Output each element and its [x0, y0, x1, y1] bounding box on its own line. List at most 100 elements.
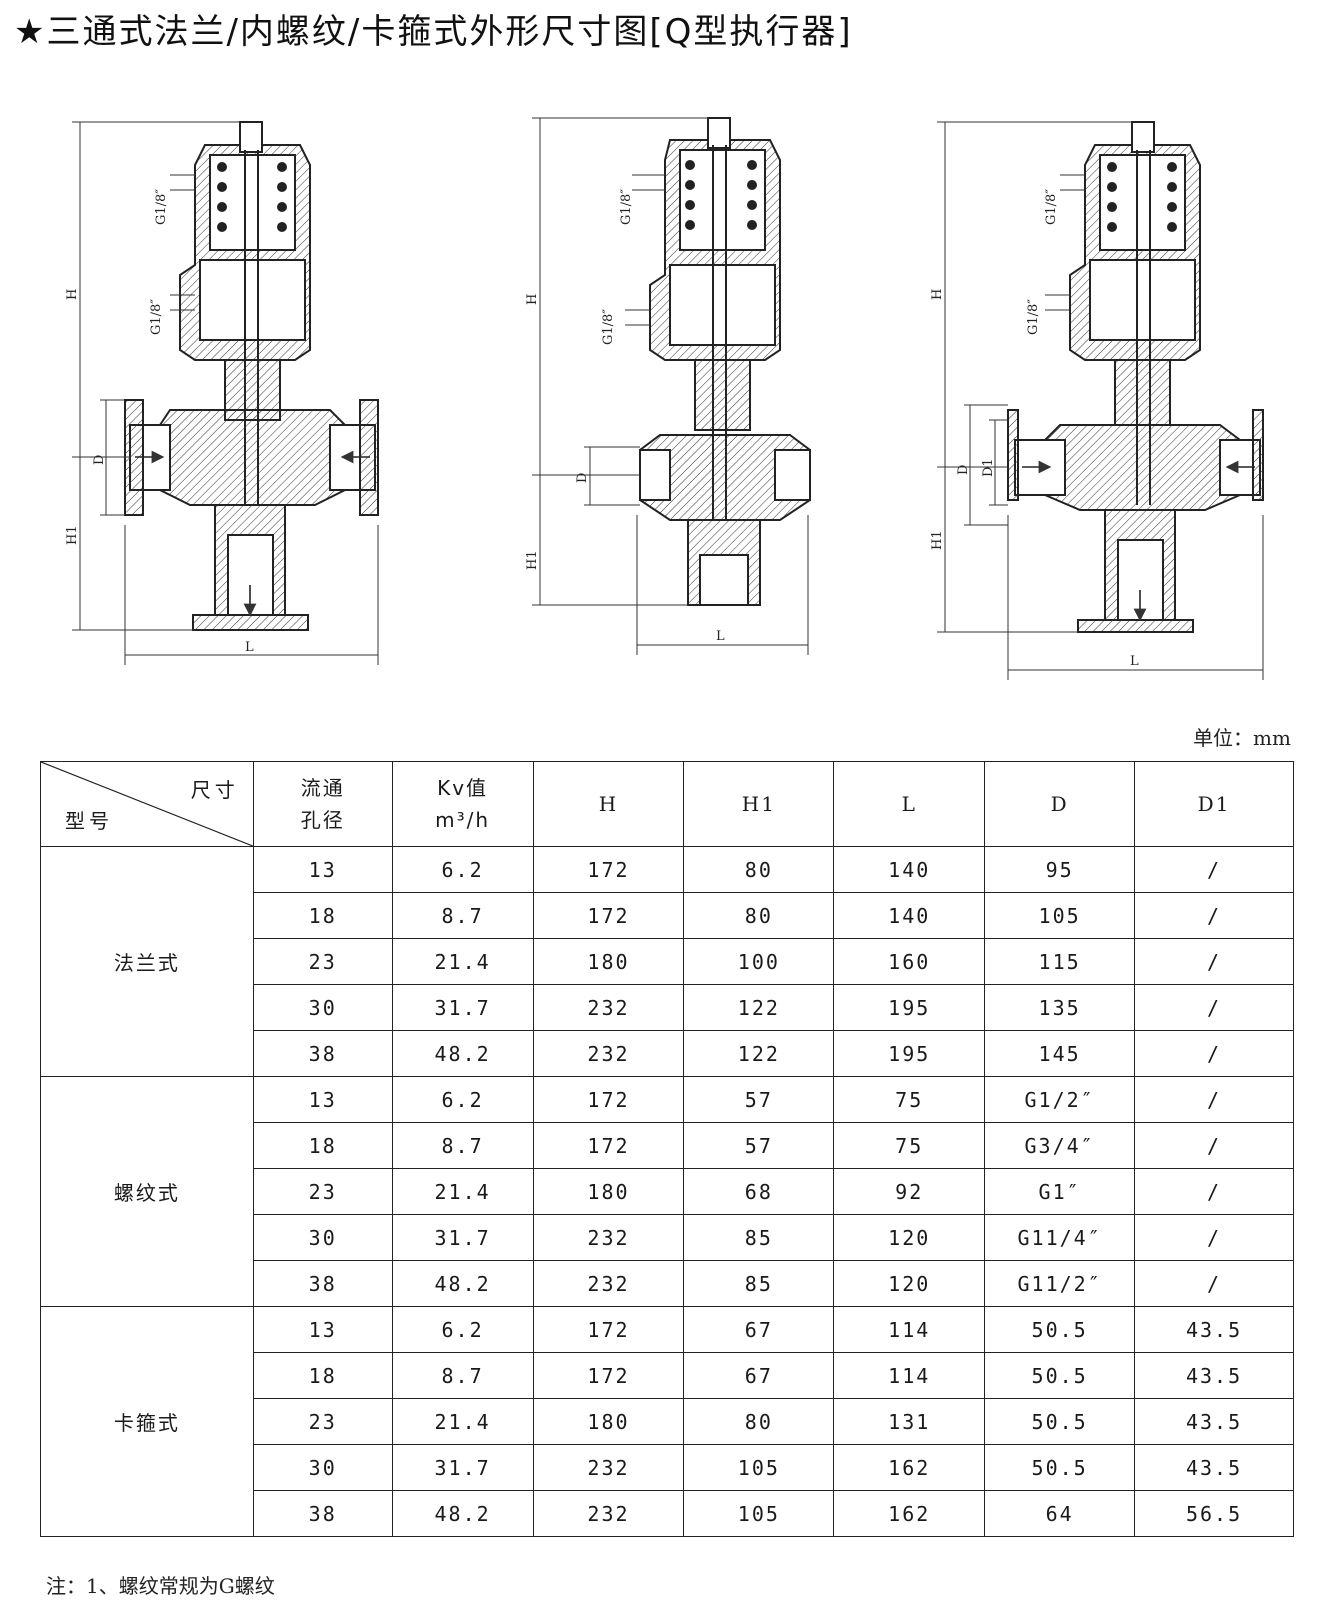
table-cell: 92	[833, 1168, 986, 1215]
dim-label-g18-lower: G1/8″	[601, 309, 616, 345]
table-cell: 145	[984, 1030, 1136, 1077]
table-cell: 80	[683, 1398, 835, 1445]
table-cell: 114	[833, 1306, 986, 1353]
table-cell: 232	[532, 1030, 685, 1077]
table-cell: 95	[984, 846, 1136, 893]
dim-label-l: L	[245, 640, 254, 655]
table-cell: /	[1134, 1076, 1294, 1123]
table-cell: 6.2	[391, 1076, 534, 1123]
table-cell: 31.7	[391, 984, 534, 1031]
table-cell: /	[1134, 1030, 1294, 1077]
table-cell: 18	[252, 1122, 393, 1169]
table-cell: 232	[532, 1260, 685, 1307]
table-cell: 140	[833, 846, 986, 893]
group-name-cell: 法兰式	[40, 846, 254, 1077]
table-cell: 180	[532, 1168, 685, 1215]
table-cell: /	[1134, 1214, 1294, 1261]
group-name-cell: 卡箍式	[40, 1306, 254, 1537]
table-cell: 43.5	[1134, 1306, 1294, 1353]
table-cell: 180	[532, 938, 685, 985]
dim-label-l: L	[1130, 654, 1139, 669]
dim-label-h: H	[65, 289, 80, 300]
table-cell: 232	[532, 984, 685, 1031]
table-cell: 31.7	[391, 1444, 534, 1491]
table-cell: 23	[252, 1168, 393, 1215]
header-bore: 流通孔径	[252, 761, 393, 847]
table-cell: 85	[683, 1260, 835, 1307]
table-cell: G11/4″	[984, 1214, 1136, 1261]
dim-label-g18-upper: G1/8″	[1044, 189, 1059, 225]
table-cell: 38	[252, 1490, 393, 1537]
table-cell: 232	[532, 1214, 685, 1261]
dim-label-g18-lower: G1/8″	[149, 299, 164, 335]
table-cell: /	[1134, 846, 1294, 893]
table-cell: 68	[683, 1168, 835, 1215]
table-cell: 13	[252, 1306, 393, 1353]
threaded-valve-drawing	[639, 117, 811, 606]
header-h1: H1	[683, 761, 835, 847]
table-cell: 162	[833, 1444, 986, 1491]
table-cell: 50.5	[984, 1398, 1136, 1445]
table-cell: 122	[683, 1030, 835, 1077]
dim-label-h1: H1	[525, 550, 540, 570]
table-cell: G1″	[984, 1168, 1136, 1215]
table-cell: 43.5	[1134, 1398, 1294, 1445]
table-cell: 48.2	[391, 1490, 534, 1537]
table-cell: 30	[252, 1444, 393, 1491]
table-cell: 18	[252, 1352, 393, 1399]
table-cell: 120	[833, 1214, 986, 1261]
table-cell: 67	[683, 1352, 835, 1399]
corner-bottom-label: 型号	[65, 809, 113, 833]
table-cell: 180	[532, 1398, 685, 1445]
table-cell: 6.2	[391, 846, 534, 893]
table-cell: 172	[532, 1306, 685, 1353]
dim-label-g18-lower: G1/8″	[1026, 299, 1041, 335]
table-cell: 195	[833, 984, 986, 1031]
table-cell: 8.7	[391, 1122, 534, 1169]
table-cell: 23	[252, 1398, 393, 1445]
table-cell: 195	[833, 1030, 986, 1077]
table-cell: 56.5	[1134, 1490, 1294, 1537]
table-cell: /	[1134, 892, 1294, 939]
table-cell: /	[1134, 1260, 1294, 1307]
page-title: ★三通式法兰/内螺纹/卡箍式外形尺寸图[Q型执行器]	[14, 12, 853, 52]
table-cell: 18	[252, 892, 393, 939]
header-l: L	[833, 761, 986, 847]
table-cell: 23	[252, 938, 393, 985]
table-cell: 57	[683, 1122, 835, 1169]
footnote: 注：1、螺纹常规为G螺纹	[46, 1574, 275, 1598]
table-cell: 122	[683, 984, 835, 1031]
table-cell: 105	[984, 892, 1136, 939]
table-cell: 105	[683, 1490, 835, 1537]
table-cell: 75	[833, 1122, 986, 1169]
table-cell: G11/2″	[984, 1260, 1136, 1307]
table-cell: 115	[984, 938, 1136, 985]
table-cell: 172	[532, 846, 685, 893]
table-cell: 114	[833, 1352, 986, 1399]
table-cell: 172	[532, 892, 685, 939]
table-cell: 6.2	[391, 1306, 534, 1353]
table-cell: 232	[532, 1490, 685, 1537]
dim-label-l: L	[716, 629, 725, 644]
table-cell: 135	[984, 984, 1136, 1031]
table-cell: 172	[532, 1122, 685, 1169]
dim-label-h: H	[525, 294, 540, 305]
table-cell: 48.2	[391, 1030, 534, 1077]
table-cell: 172	[532, 1352, 685, 1399]
dim-label-g18-upper: G1/8″	[154, 189, 169, 225]
table-cell: 131	[833, 1398, 986, 1445]
header-h: H	[532, 761, 685, 847]
dim-label-d: D	[956, 465, 971, 475]
table-cell: 21.4	[391, 1168, 534, 1215]
table-cell: 21.4	[391, 1398, 534, 1445]
unit-label: 单位：mm	[1193, 726, 1291, 750]
